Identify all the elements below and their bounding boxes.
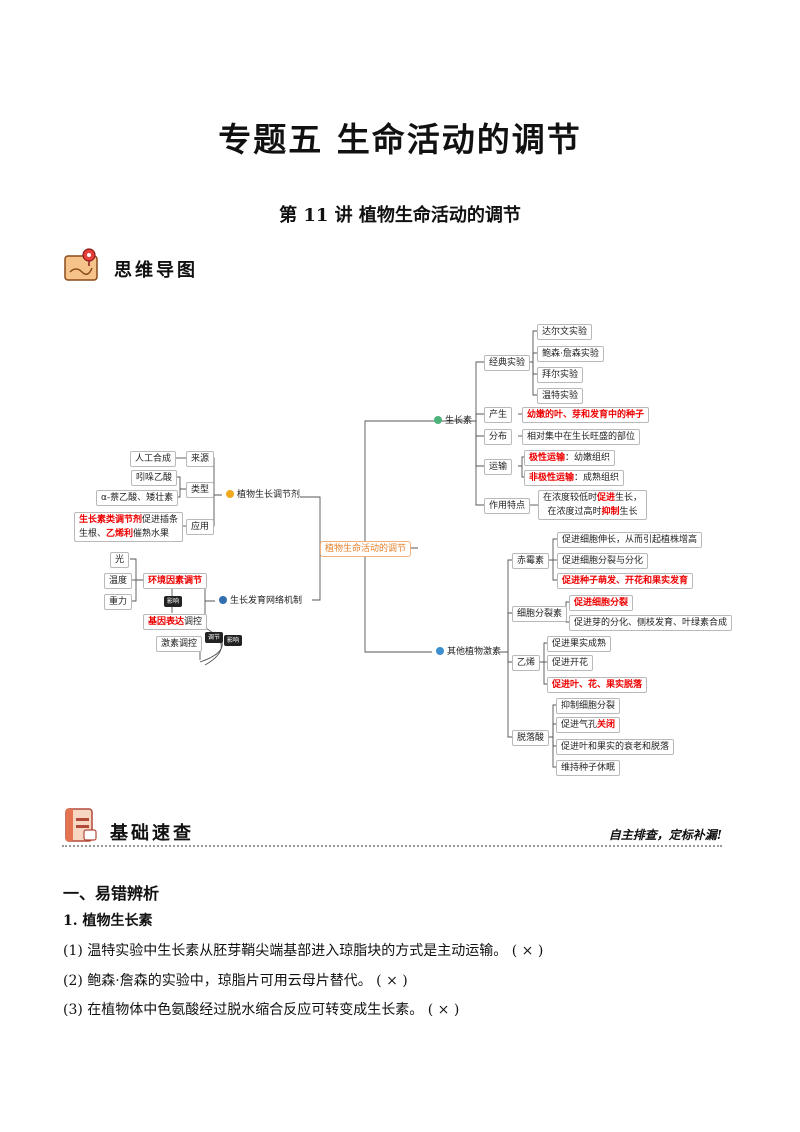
error-item: (3) 在植物体中色氨酸经过脱水缩合反应可转变成生长素。 ( × ) [63, 1002, 460, 1018]
abscisic-item-4: 维持种子休眠 [556, 760, 621, 776]
stomata-red: 关闭 [597, 720, 616, 730]
network-label: 生长发育网络机制 [230, 596, 303, 606]
gene-reg-node: 基因表达调控 [143, 614, 208, 630]
auxin-dot-icon [434, 416, 442, 424]
apply-red-2: 乙烯利 [106, 529, 134, 539]
produce-item: 幼嫩的叶、芽和发育中的种子 [522, 407, 650, 423]
gene-reg-rest: 调控 [184, 617, 203, 627]
auxin-subheading: 1. 植物生长素 [63, 913, 153, 929]
gibberellin-item-3: 促进种子萌发、开花和果实发育 [557, 573, 694, 589]
regulator-label: 植物生长调节剂 [237, 490, 301, 500]
gibberellin-item-1: 促进细胞伸长，从而引起植株增高 [557, 532, 703, 548]
lecture-title: 第 11 讲 植物生命活动的调节 [279, 205, 521, 226]
feature-node: 作用特点 [484, 498, 531, 514]
error-analysis-heading: 一、易错辨析 [63, 884, 160, 903]
feature-item: 在浓度较低时促进生长， 在浓度过高时抑制生长 [538, 490, 648, 520]
others-label: 其他植物激素 [447, 647, 502, 657]
regulator-type-item-2: α-萘乙酸、矮壮素 [96, 490, 179, 506]
stomata-a: 促进气孔 [561, 720, 598, 730]
feature-2-red: 抑制 [601, 507, 620, 517]
basics-slogan: 自主排查，定标补漏! [608, 828, 722, 842]
transport-polar: 极性运输：幼嫩组织 [524, 450, 616, 466]
regulator-branch: 植物生长调节剂 [222, 488, 304, 502]
env-item-light: 光 [110, 552, 130, 568]
gibberellin-node: 赤霉素 [512, 553, 550, 569]
gene-reg-red: 基因表达 [148, 617, 185, 627]
produce-node: 产生 [484, 407, 513, 423]
mindmap-connectors [130, 330, 569, 768]
env-item-gravity: 重力 [104, 594, 133, 610]
distribution-node: 分布 [484, 429, 513, 445]
tag-affect: 影响 [164, 596, 183, 607]
map-icon [64, 248, 98, 281]
env-reg-label: 环境因素调节 [148, 576, 203, 586]
feature-1a: 在浓度较低时 [543, 493, 598, 503]
cytokinin-item-2: 促进芽的分化、侧枝发育、叶绿素合成 [569, 615, 733, 631]
apply-rest-1: 促进插条 [142, 515, 179, 525]
polar-rest: ：幼嫩组织 [565, 453, 611, 463]
apply-rest-2b: 催熟水果 [133, 529, 170, 539]
classic-exp-node: 经典实验 [484, 355, 531, 371]
env-item-temperature: 温度 [104, 573, 133, 589]
feature-2b: 生长 [619, 507, 638, 517]
abscisic-item-1: 抑制细胞分裂 [556, 698, 621, 714]
ethylene-item-3-text: 促进叶、花、果实脱落 [552, 680, 643, 690]
apply-rest-2a: 生根、 [79, 529, 107, 539]
hormone-reg-node: 激素调控 [156, 636, 203, 652]
others-dot-icon [436, 647, 444, 655]
produce-item-text: 幼嫩的叶、芽和发育中的种子 [527, 410, 645, 420]
auxin-label: 生长素 [445, 416, 473, 426]
transport-node: 运输 [484, 459, 513, 475]
page-title: 专题五 生命活动的调节 [218, 120, 582, 159]
network-branch: 生长发育网络机制 [215, 594, 306, 608]
distribution-item: 相对集中在生长旺盛的部位 [522, 429, 641, 445]
regulator-source-item: 人工合成 [130, 451, 177, 467]
feature-1-red: 促进 [597, 493, 616, 503]
others-branch: 其他植物激素 [432, 645, 505, 659]
polar-red: 极性运输 [529, 453, 566, 463]
feature-1b: 生长， [615, 493, 643, 503]
basics-section-title: 基础速查 [110, 823, 194, 844]
error-item: (2) 鲍森·詹森的实验中，琼脂片可用云母片替代。 ( × ) [63, 973, 408, 989]
ethylene-item-3: 促进叶、花、果实脱落 [547, 677, 648, 693]
network-dot-icon [219, 596, 227, 604]
mindmap-section-title: 思维导图 [114, 260, 198, 281]
section-divider [62, 845, 722, 847]
notebook-icon [65, 808, 97, 842]
classic-item-4: 温特实验 [537, 388, 584, 404]
env-reg-node: 环境因素调节 [143, 573, 208, 589]
cytokinin-item-1: 促进细胞分裂 [569, 595, 634, 611]
mindmap-center-node: 植物生命活动的调节 [320, 541, 412, 557]
cytokinin-item-1-text: 促进细胞分裂 [574, 598, 629, 608]
nonpolar-red: 非极性运输 [529, 473, 575, 483]
auxin-branch: 生长素 [430, 414, 476, 428]
error-item: (1) 温特实验中生长素从胚芽鞘尖端基部进入琼脂块的方式是主动运输。 ( × ) [63, 943, 544, 959]
classic-item-1: 达尔文实验 [537, 324, 593, 340]
cytokinin-node: 细胞分裂素 [512, 606, 568, 622]
ethylene-item-2: 促进开花 [547, 655, 594, 671]
regulator-types-node: 类型 [186, 482, 215, 498]
ethylene-item-1: 促进果实成熟 [547, 636, 612, 652]
regulator-apply-item: 生长素类调节剂促进插条 生根、乙烯利催熟水果 [74, 512, 184, 542]
regulator-dot-icon [226, 490, 234, 498]
apply-red-1: 生长素类调节剂 [79, 515, 143, 525]
regulator-type-item-1: 吲哚乙酸 [131, 470, 178, 486]
nonpolar-rest: ：成熟组织 [574, 473, 620, 483]
abscisic-item-2: 促进气孔关闭 [556, 717, 621, 733]
gibberellin-item-2: 促进细胞分裂与分化 [557, 553, 649, 569]
tag-regulate: 调节 [205, 632, 224, 643]
regulator-source-node: 来源 [186, 451, 215, 467]
classic-item-2: 鲍森·詹森实验 [537, 346, 604, 362]
feature-2a: 在浓度过高时 [547, 507, 602, 517]
tag-influence: 影响 [224, 635, 243, 646]
abscisic-item-3: 促进叶和果实的衰老和脱落 [556, 739, 675, 755]
gibberellin-item-3-text: 促进种子萌发、开花和果实发育 [562, 576, 689, 586]
abscisic-node: 脱落酸 [512, 730, 550, 746]
regulator-apply-node: 应用 [186, 519, 215, 535]
classic-item-3: 拜尔实验 [537, 367, 584, 383]
transport-nonpolar: 非极性运输：成熟组织 [524, 470, 625, 486]
ethylene-node: 乙烯 [512, 655, 541, 671]
